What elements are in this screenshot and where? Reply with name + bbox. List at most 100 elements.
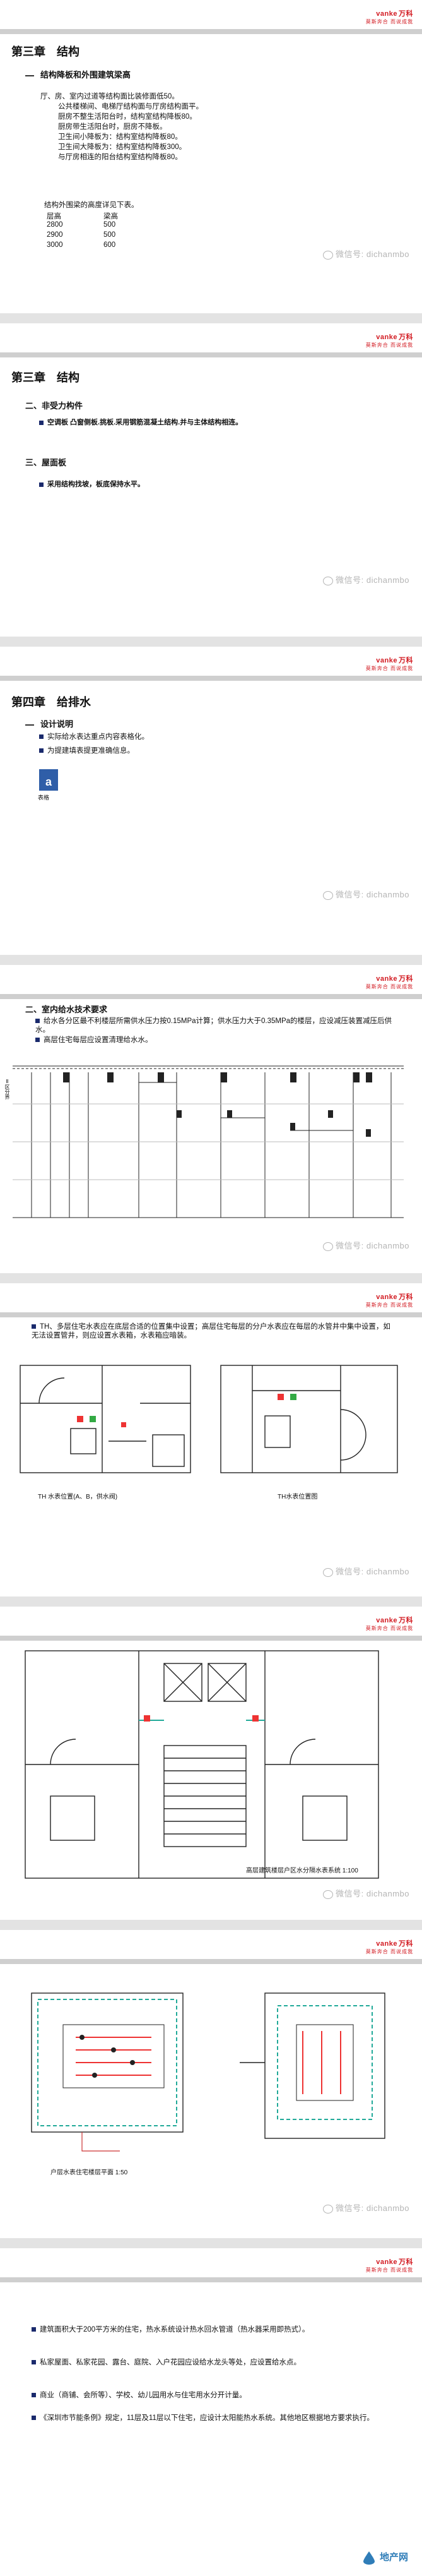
dash-icon [25,75,34,76]
slab-line-4: 卫生间小降板为：结构室结构降板80。 [58,133,182,141]
table-intro: 结构外围梁的高度详见下表。 [44,201,139,209]
watermark-text: 微信号: dichanmbo [336,1567,409,1576]
wechat-watermark: 微信号: dichanmbo [323,1565,409,1577]
watermark-text: 微信号: dichanmbo [336,575,409,585]
table-cell: 500 [103,231,116,239]
section-title: 三、屋面板 [25,458,67,467]
bullet-text: 私家屋面、私家花园、露台、庭院、入户花园应设给水龙头等处，应设置给水点。 [40,2359,301,2366]
section-text-content: 采用结构找坡，板底保持水平。 [47,481,144,488]
chapter-title: 第三章 结构 [11,371,79,384]
floor-plan-drawing [25,1650,379,1879]
file-attachment[interactable]: a 表格 [38,768,63,801]
brand-tagline: 莫斯奔合 而说成我 [365,666,413,671]
brand-logo-text: vanke [376,975,397,983]
bullet-icon [32,1324,36,1329]
watermark-text: 微信号: dichanmbo [336,249,409,259]
brand-logo-cn: 万科 [399,1940,413,1948]
section-title: 二、非受力构件 [25,401,83,410]
slab-line-3: 厨房带生活阳台时，厨房不降板。 [58,123,167,131]
side-note: Ⅱ区分界 [4,1079,10,1099]
bullet-item: 给水各分区最不利楼层所需供水压力按0.15MPa计算；供水压力大于0.35MPa… [35,1017,401,1034]
slide-gap [0,2238,422,2248]
section-title-text: 设计说明 [40,719,74,729]
dash-icon [25,724,34,726]
bullet-icon [35,1038,40,1043]
chapter-title: 第三章 结构 [11,45,79,58]
file-label: 表格 [38,794,50,801]
bullet-icon [32,2327,36,2332]
section-title: 设计说明 [25,717,73,729]
section-text-content: 空调板 凸窗侧板.挑板.采用钢筋混凝土结构.并与主体结构相连。 [47,419,243,426]
bullet-icon [39,420,44,425]
slab-line-6: 与厅房相连的阳台结构室结构降板80。 [58,153,182,161]
caption-left: TH 水表位置(A、B，供水阀) [38,1494,118,1501]
header-divider [0,676,422,681]
brand-tagline: 莫斯奔合 而说成我 [365,1626,413,1631]
brand-logo-text: vanke [376,657,397,664]
header-divider [0,1636,422,1641]
brand-logo-cn: 万科 [399,1293,413,1301]
bullet-icon [35,1019,40,1024]
chapter-title: 第四章 给排水 [11,696,91,709]
brand-tagline: 莫斯奔合 而说成我 [365,1949,413,1955]
section-text: 空调板 凸窗侧板.挑板.采用钢筋混凝土结构.并与主体结构相连。 [39,418,242,427]
header-divider [0,994,422,999]
slide-gap [0,1920,422,1930]
drop-logo-icon [363,2551,375,2565]
wechat-icon [323,576,334,585]
header-divider [0,1959,422,1964]
table-header-beam: 梁高 [103,213,118,220]
wechat-watermark: 微信号: dichanmbo [323,573,409,585]
brand-logo-cn: 万科 [399,657,413,664]
bullet-icon [32,2360,36,2365]
brand-logo-text: vanke [376,1940,397,1948]
bullet-item: 建筑面积大于200平方米的住宅，热水系统设计热水回水管道（热水器采用即热式）。 [32,2325,397,2334]
brand-tagline: 莫斯奔合 而说成我 [365,1302,413,1308]
brand-logo-cn: 万科 [399,333,413,341]
section-title: 二、室内给水技术要求 [25,1005,108,1014]
bullet-item: 私家屋面、私家花园、露台、庭院、入户花园应设给水龙头等处，应设置给水点。 [32,2358,397,2367]
brand-logo-cn: 万科 [399,2258,413,2266]
bullet-text: TH、多层住宅水表应在底层合适的位置集中设置；高层住宅每层的分户水表应在每层的水… [32,1323,390,1339]
wechat-icon [323,1567,334,1577]
slide-gap [0,313,422,323]
bullet-item: 商业（商铺、会所等）、学校、幼儿园用水与住宅用水分开计量。 [32,2391,397,2400]
brand-logo-text: vanke [376,1293,397,1301]
brand-logo-cn: 万科 [399,1617,413,1624]
brand-logo-text: vanke [376,10,397,18]
bullet-icon [39,482,44,487]
section-title: 结构降板和外围建筑梁高 [25,68,131,80]
bullet-icon [39,734,44,740]
bullet-item: 实际给水表达重点内容表格化。 [39,733,149,741]
bullet-text: 建筑面积大于200平方米的住宅，热水系统设计热水回水管道（热水器采用即热式）。 [40,2326,310,2333]
meter-plan-right [220,1365,398,1473]
table-cell: 500 [103,221,116,229]
wechat-watermark: 微信号: dichanmbo [323,2202,409,2214]
bullet-icon [32,2393,36,2398]
slide-gap [0,1597,422,1607]
wechat-icon [323,1242,334,1251]
table-cell: 2900 [47,231,63,239]
wechat-watermark: 微信号: dichanmbo [323,248,409,260]
table-cell: 3000 [47,241,63,249]
meter-shaft-detail-left [31,1992,184,2152]
wechat-watermark: 微信号: dichanmbo [323,888,409,900]
brand-logo-cn: 万科 [399,10,413,18]
bullet-item: TH、多层住宅水表应在底层合适的位置集中设置；高层住宅每层的分户水表应在每层的水… [32,1322,397,1340]
footer-logo-text: 地产网 [379,2552,408,2563]
table-header-floor: 层高 [47,213,61,220]
slab-line-1: 公共楼梯间、电梯厅结构面与厅房结构面平。 [58,103,203,111]
watermark-text: 微信号: dichanmbo [336,2203,409,2213]
brand-tagline: 莫斯奔合 而说成我 [365,984,413,990]
brand-tagline: 莫斯奔合 而说成我 [365,342,413,348]
